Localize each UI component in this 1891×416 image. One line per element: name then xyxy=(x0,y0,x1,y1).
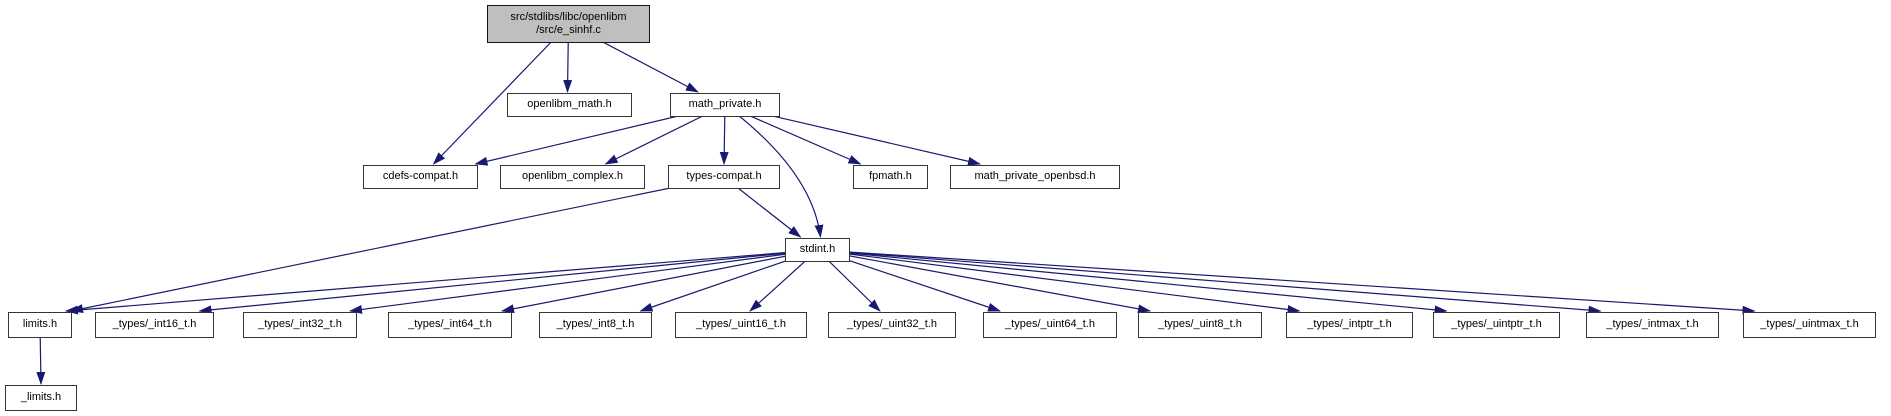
node-cdefs_compat_h[interactable]: cdefs-compat.h xyxy=(363,165,478,189)
node-types_compat_h[interactable]: types-compat.h xyxy=(668,165,780,189)
node-limits_h[interactable]: limits.h xyxy=(8,312,72,338)
node-label: math_private_openbsd.h xyxy=(974,170,1096,183)
node-label: _types/_uint16_t.h xyxy=(696,318,786,331)
node-label: _limits.h xyxy=(20,391,62,404)
node-int8_t_h[interactable]: _types/_int8_t.h xyxy=(539,312,652,338)
edge-stdint_h-intmax_t_h xyxy=(817,249,1602,315)
node-intmax_t_h[interactable]: _types/_intmax_t.h xyxy=(1586,312,1719,338)
node-label: _types/_intmax_t.h xyxy=(1606,318,1699,331)
edge-stdint_h-uintmax_t_h xyxy=(817,249,1756,315)
node-stdint_h[interactable]: stdint.h xyxy=(785,238,850,262)
node-label: openlibm_complex.h xyxy=(522,170,623,183)
node-label: _types/_uint8_t.h xyxy=(1158,318,1242,331)
node-label: _types/_int16_t.h xyxy=(112,318,197,331)
node-label: src/stdlibs/libc/openlibm xyxy=(510,10,627,23)
node-uint64_t_h[interactable]: _types/_uint64_t.h xyxy=(983,312,1117,338)
node-int32_t_h[interactable]: _types/_int32_t.h xyxy=(243,312,357,338)
node-fpmath_h[interactable]: fpmath.h xyxy=(853,165,928,189)
edge-stdint_h-uint8_t_h xyxy=(817,249,1151,314)
node-int16_t_h[interactable]: _types/_int16_t.h xyxy=(95,312,214,338)
node-int64_t_h[interactable]: _types/_int64_t.h xyxy=(388,312,512,338)
node-uint8_t_h[interactable]: _types/_uint8_t.h xyxy=(1138,312,1262,338)
node-label: _types/_int32_t.h xyxy=(258,318,342,331)
edge-stdint_h-uintptr_t_h xyxy=(817,249,1448,315)
node-label: fpmath.h xyxy=(869,170,912,183)
node-openlibm_complex_h[interactable]: openlibm_complex.h xyxy=(500,165,645,189)
node-label: math_private.h xyxy=(688,98,762,111)
node-label: openlibm_math.h xyxy=(527,98,612,111)
node-label: _types/_int64_t.h xyxy=(408,318,492,331)
node-label: _types/_int8_t.h xyxy=(556,318,635,331)
edge-e_sinhf_c-cdefs_compat_h xyxy=(432,23,569,165)
node-_limits_h[interactable]: _limits.h xyxy=(5,385,77,411)
node-math_private_openbsd_h[interactable]: math_private_openbsd.h xyxy=(950,165,1120,189)
node-label: /src/e_sinhf.c xyxy=(536,24,601,36)
node-e_sinhf_c[interactable]: src/stdlibs/libc/openlibm/src/e_sinhf.c xyxy=(487,5,650,43)
node-label: limits.h xyxy=(22,318,58,331)
node-label: _types/_uintmax_t.h xyxy=(1760,318,1859,331)
edge-math_private_h-stdint_h xyxy=(724,104,824,238)
node-intptr_t_h[interactable]: _types/_intptr_t.h xyxy=(1286,312,1413,338)
node-label: _types/_uint32_t.h xyxy=(847,318,937,331)
edge-stdint_h-int32_t_h xyxy=(349,249,818,314)
node-label: types-compat.h xyxy=(686,170,762,183)
node-label: _types/_uint64_t.h xyxy=(1005,318,1095,331)
edge-stdint_h-int64_t_h xyxy=(501,249,818,314)
node-openlibm_math_h[interactable]: openlibm_math.h xyxy=(507,93,632,117)
node-label: _types/_uintptr_t.h xyxy=(1451,318,1542,331)
node-label: cdefs-compat.h xyxy=(382,170,459,183)
node-uint16_t_h[interactable]: _types/_uint16_t.h xyxy=(675,312,807,338)
edge-stdint_h-limits_h xyxy=(65,249,818,315)
node-uintmax_t_h[interactable]: _types/_uintmax_t.h xyxy=(1743,312,1876,338)
node-math_private_h[interactable]: math_private.h xyxy=(670,93,780,117)
edge-stdint_h-int16_t_h xyxy=(198,249,818,315)
edge-stdint_h-intptr_t_h xyxy=(817,249,1301,314)
edge-types_compat_h-limits_h xyxy=(70,176,725,313)
node-label: _types/_intptr_t.h xyxy=(1307,318,1392,331)
node-label: stdint.h xyxy=(799,243,836,256)
node-uint32_t_h[interactable]: _types/_uint32_t.h xyxy=(828,312,956,338)
node-uintptr_t_h[interactable]: _types/_uintptr_t.h xyxy=(1433,312,1560,338)
